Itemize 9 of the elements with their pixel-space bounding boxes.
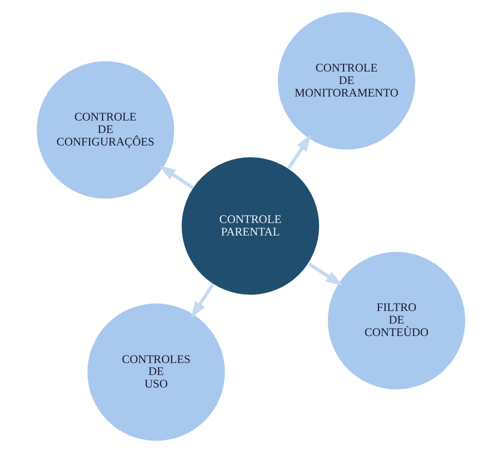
node-circle: CONTROLE PARENTAL (180, 156, 320, 296)
arrow (190, 283, 214, 318)
arrow (307, 262, 342, 286)
node-circle: FILTRO DE CONTEÙDO (326, 251, 466, 390)
node-circle: CONTROLES DE USO (86, 302, 226, 442)
node-circle: CONTROLE DE CONFIGURAÇÔES (35, 60, 174, 200)
node-circle: CONTROLE DE MONITORAMENTO (276, 11, 416, 150)
arrow (158, 165, 194, 190)
arrow (286, 134, 311, 170)
